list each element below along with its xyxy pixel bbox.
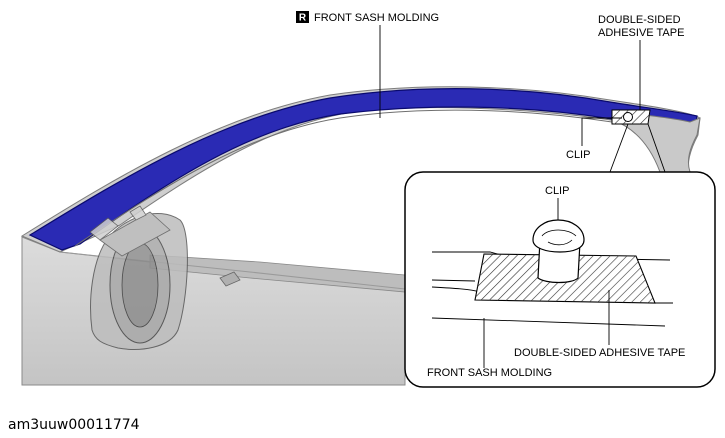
double-sided-tape-label-1: DOUBLE-SIDED: [598, 14, 681, 26]
leader-clip: [581, 117, 622, 146]
molding-label-detail: FRONT SASH MOLDING: [427, 367, 552, 379]
double-sided-tape-label-2: ADHESIVE TAPE: [598, 27, 684, 39]
b-pillar: [611, 111, 701, 173]
tape-label-detail: DOUBLE-SIDED ADHESIVE TAPE: [514, 347, 685, 359]
detail-callout-right: [647, 123, 666, 173]
tape-on-molding: [611, 109, 651, 125]
leader-lines: [379, 25, 666, 173]
belt-tab: [219, 271, 241, 287]
clip-label-main: CLIP: [566, 149, 590, 161]
detail-inset: CLIP DOUBLE-SIDED ADHESIVE TAPE FRONT SA…: [404, 171, 716, 388]
figure-code: am3uuw00011774: [8, 417, 140, 433]
clip-detail: [532, 219, 585, 284]
label-front-sash-molding-top: R FRONT SASH MOLDING: [296, 11, 439, 24]
side-mirror: [89, 205, 188, 350]
door-assembly: [20, 86, 701, 386]
r-badge: [296, 11, 309, 23]
front-sash-molding-label: FRONT SASH MOLDING: [314, 12, 439, 24]
r-badge-letter: R: [299, 13, 307, 24]
sash-inner-edge: [74, 109, 613, 247]
clip-label-detail: CLIP: [545, 185, 569, 197]
detail-callout-left: [609, 123, 629, 173]
